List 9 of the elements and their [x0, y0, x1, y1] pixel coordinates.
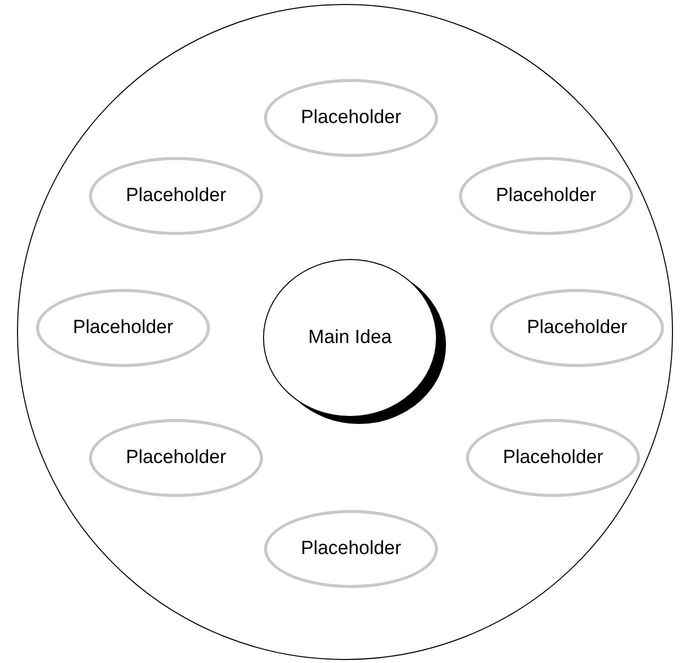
node-label: Placeholder	[126, 447, 226, 469]
node-label: Placeholder	[126, 185, 226, 207]
node-label: Main Idea	[308, 327, 392, 349]
node-label: Placeholder	[300, 107, 402, 129]
node-label: Placeholder	[502, 447, 604, 469]
node-label: Placeholder	[300, 538, 402, 560]
node-label: Placeholder	[72, 317, 174, 339]
node-label: Placeholder	[526, 317, 628, 339]
node-label: Placeholder	[496, 185, 596, 207]
